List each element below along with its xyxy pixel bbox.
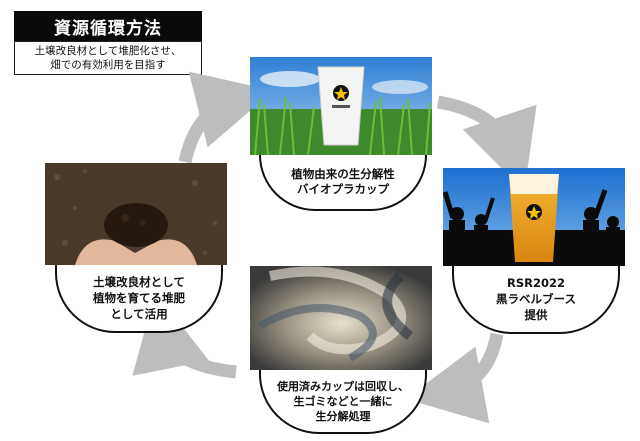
cup-photo: [250, 57, 432, 155]
caption-disposal: 使用済みカップは回収し、 生ゴミなどと一緒に 生分解処理: [259, 370, 427, 434]
caption-event: RSR2022 黒ラベルブース 提供: [452, 266, 620, 334]
caption-cup-line-1: 植物由来の生分解性: [291, 167, 395, 181]
subtitle-box: 土壌改良材として堆肥化させ、 畑での有効利用を目指す: [14, 41, 202, 75]
caption-soil-line-3: として活用: [110, 307, 168, 321]
arrow-bottom-left: [132, 291, 237, 379]
crowd-photo: [443, 168, 625, 266]
caption-disposal-line-2: 生ゴミなどと一緒に: [293, 394, 393, 408]
subtitle-line-2: 畑での有効利用を目指す: [50, 59, 166, 71]
compost-photo: [250, 266, 432, 370]
subtitle-line-1: 土壌改良材として堆肥化させ、: [34, 45, 182, 57]
caption-disposal-line-3: 生分解処理: [315, 409, 371, 423]
caption-cup-line-2: バイオプラカップ: [297, 182, 389, 196]
caption-event-line-2: 黒ラベルブース: [496, 292, 576, 306]
arrow-top-left: [178, 71, 274, 164]
caption-soil-line-2: 植物を育てる堆肥: [93, 291, 185, 305]
arrow-top-right: [436, 95, 537, 191]
caption-soil-line-1: 土壌改良材として: [93, 275, 185, 289]
caption-event-line-3: 提供: [524, 308, 548, 322]
soil-photo: [45, 163, 227, 265]
caption-event-line-1: RSR2022: [507, 276, 565, 290]
caption-disposal-line-1: 使用済みカップは回収し、: [277, 379, 409, 393]
caption-cup: 植物由来の生分解性 バイオプラカップ: [259, 155, 427, 211]
arrow-bottom-right: [405, 332, 504, 424]
page-title: 資源循環方法: [14, 11, 202, 41]
caption-soil: 土壌改良材として 植物を育てる堆肥 として活用: [55, 265, 223, 333]
